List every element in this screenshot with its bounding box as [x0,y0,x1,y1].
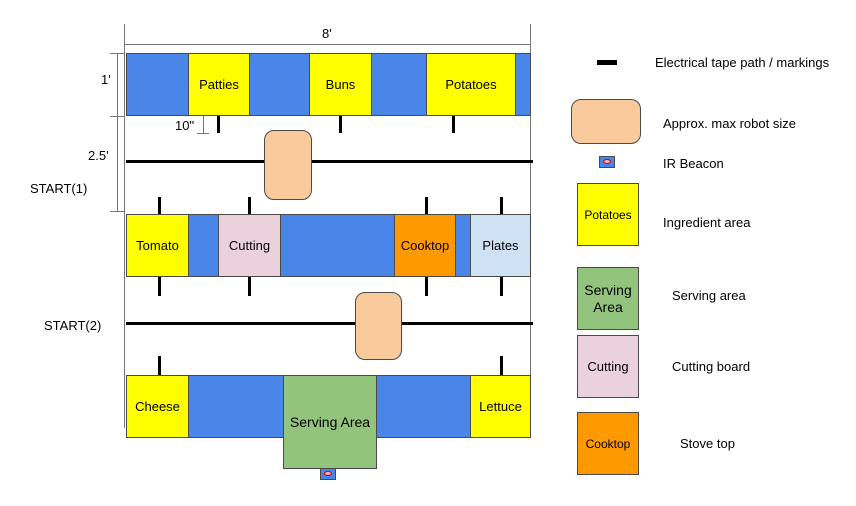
cutting-label: Cutting [228,238,271,253]
cooktop-area: Cooktop [394,214,456,277]
tape-tick [158,277,161,296]
serving-area: Serving Area [283,375,377,469]
serving-area-label: Serving Area [289,414,371,430]
cooktop-label: Cooktop [400,238,450,253]
height-tick-mid [110,116,124,117]
lettuce-label: Lettuce [479,399,522,414]
legend-serving-swatch: Serving Area [577,267,639,330]
tape-tick [339,116,342,133]
ten-inch-label: 10" [175,118,195,133]
robot-size-outline-1 [264,130,312,200]
plates-label: Plates [482,238,519,253]
lettuce-area: Lettuce [470,375,531,438]
tape-tick [248,197,251,214]
height-dimension-line [117,53,118,211]
tape-path-line-2 [126,322,533,325]
counter-row-2 [126,214,531,277]
legend-cooktop-label: Stove top [680,436,735,451]
cheese-label: Cheese [135,399,180,414]
legend-serving-label: Serving area [672,288,746,303]
legend-cooktop-swatch: Cooktop [577,412,639,475]
gap-height-label: 2.5' [88,148,109,163]
potatoes-area: Potatoes [426,53,516,116]
tape-tick [425,277,428,296]
height-tick-top [110,53,124,54]
ten-inch-tick [197,133,209,134]
buns-area: Buns [309,53,372,116]
ir-beacon-dot [324,471,332,476]
patties-label: Patties [199,77,239,92]
tape-tick [158,197,161,214]
tape-tick [500,277,503,296]
legend-ingredient-label: Ingredient area [663,215,751,230]
legend-cutting-box-label: Cutting [587,359,629,374]
legend-robot-label: Approx. max robot size [663,116,796,131]
plates-area: Plates [470,214,531,277]
height-tick-bottom [110,211,124,212]
legend-ingredient-box-label: Potatoes [584,207,632,222]
cheese-area: Cheese [126,375,189,438]
row-height-label: 1' [101,72,111,87]
legend-tape-label: Electrical tape path / markings [655,55,830,70]
tape-tick [500,197,503,214]
tape-path-line-1 [126,160,533,163]
legend-beacon-dot [603,159,611,164]
ir-beacon-icon [320,468,336,480]
legend-beacon-icon [599,156,615,168]
legend-tape-swatch [597,60,617,65]
legend-cooktop-box-label: Cooktop [585,436,631,451]
left-boundary-line [124,24,125,428]
width-dimension-label: 8' [322,26,332,41]
tape-tick [425,197,428,214]
tape-tick [452,116,455,133]
width-dimension-line [124,44,530,45]
ten-inch-dimension-line [203,116,204,133]
legend-beacon-label: IR Beacon [663,156,724,171]
robot-size-outline-2 [355,292,402,360]
start-1-label: START(1) [30,181,88,196]
legend-ingredient-swatch: Potatoes [577,183,639,246]
tape-tick [158,356,161,375]
start-2-label: START(2) [44,318,102,333]
tape-tick [248,277,251,296]
legend-cutting-label: Cutting board [672,359,751,374]
legend-robot-swatch [571,99,641,144]
patties-area: Patties [188,53,250,116]
tomato-label: Tomato [136,238,179,253]
potatoes-label: Potatoes [445,77,497,92]
legend-cutting-swatch: Cutting [577,335,639,398]
tomato-area: Tomato [126,214,189,277]
legend-serving-box-label: Serving Area [584,281,632,315]
tape-tick [500,356,503,375]
cutting-area: Cutting [218,214,281,277]
tape-tick [217,116,220,133]
buns-label: Buns [325,77,356,92]
